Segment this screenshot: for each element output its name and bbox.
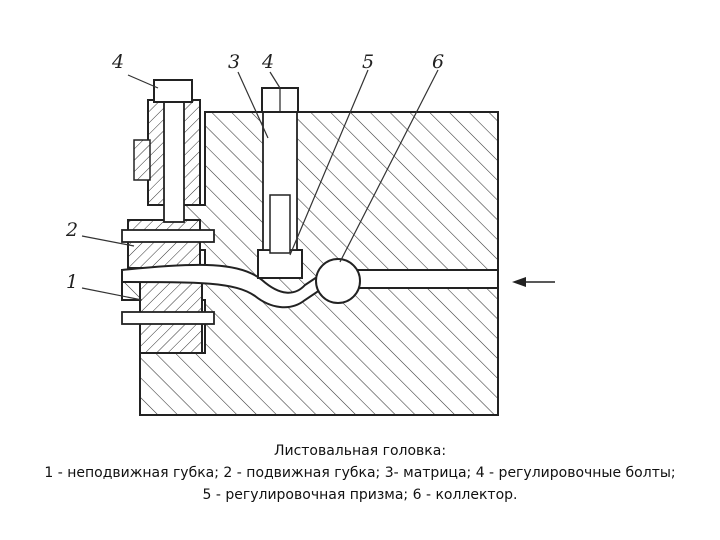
callout-6: 6 — [432, 51, 444, 73]
adjusting-bolt-shaft — [163, 99, 185, 223]
caption-line-1: 1 - неподвижная губка; 2 - подвижная губ… — [44, 465, 676, 481]
callout-4-left: 4 — [111, 51, 124, 73]
collector-cavity — [315, 258, 361, 304]
figure-caption: Листовальная головка: 1 - неподвижная гу… — [0, 440, 720, 506]
callout-1: 1 — [66, 271, 78, 293]
movable-jaw — [127, 219, 201, 269]
callout-2: 2 — [65, 219, 78, 241]
melt-channel — [339, 269, 499, 289]
bolt-nut — [133, 139, 151, 181]
caption-line-2: 5 - регулировочная призма; 6 - коллектор… — [202, 487, 518, 503]
sheet-die-head-drawing: 4 3 4 5 6 2 1 — [65, 51, 555, 416]
jaw-bolt-upper — [121, 229, 215, 243]
callout-5: 5 — [362, 51, 374, 73]
matrix-stem — [269, 194, 291, 254]
callout-4-right: 4 — [261, 51, 274, 73]
jaw-bolt-lower — [121, 311, 215, 325]
caption-title: Листовальная головка: — [273, 443, 447, 459]
callout-3: 3 — [228, 51, 240, 73]
adjusting-prism — [257, 249, 303, 279]
adjusting-bolt-head-left — [153, 79, 193, 103]
